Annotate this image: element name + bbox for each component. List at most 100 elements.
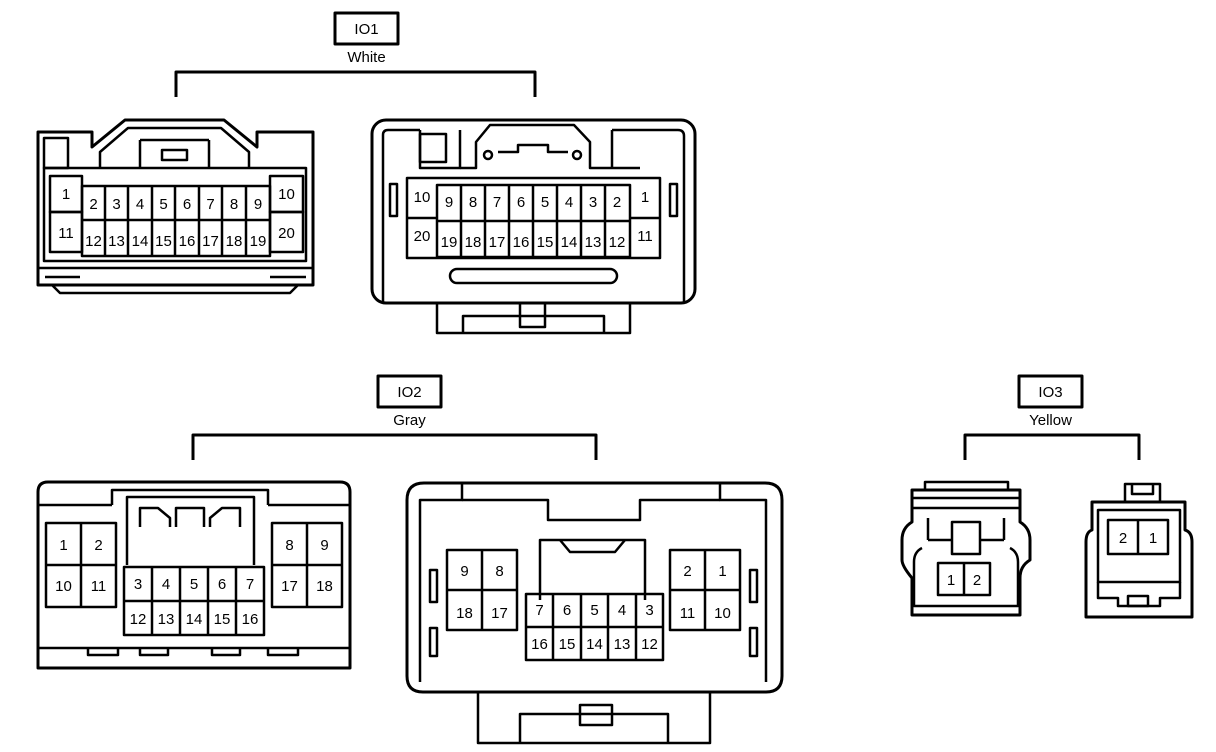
pin-label: 10 (55, 578, 72, 595)
pin-label: 4 (136, 196, 144, 213)
pin-label: 20 (278, 225, 295, 242)
io1-bracket (174, 70, 537, 97)
pin-label: 15 (214, 611, 231, 628)
pin-label: 12 (130, 611, 147, 628)
pin-label: 19 (250, 233, 267, 250)
pin-label: 18 (226, 233, 243, 250)
pin-label: 8 (285, 537, 293, 554)
pin-label: 3 (645, 602, 653, 619)
pin-label: 11 (58, 225, 74, 242)
pin-label: 2 (613, 194, 621, 211)
pin-label: 16 (531, 636, 548, 653)
pin-label: 9 (254, 196, 262, 213)
io1-name-box (333, 11, 400, 46)
io2-group: IO2 Gray 1 2 10 11 3 4 5 (36, 374, 784, 745)
pin-label: 5 (190, 576, 198, 593)
pin-label: 6 (183, 196, 191, 213)
io2-name-box (376, 374, 443, 409)
io3-right-connector: 2 1 (1084, 482, 1194, 619)
pin-label: 16 (179, 233, 196, 250)
pin-label: 3 (589, 194, 597, 211)
pin-label: 5 (590, 602, 598, 619)
pin-label: 13 (585, 234, 602, 251)
pin-label: 2 (89, 196, 97, 213)
pin-label: 14 (586, 636, 603, 653)
pin-label: 1 (641, 189, 649, 206)
io2-left-connector: 1 2 10 11 3 4 5 6 7 12 13 14 15 16 8 9 1… (36, 480, 352, 670)
pin-label: 7 (246, 576, 254, 593)
io1-group: IO1 White 1 2 3 4 5 6 (36, 11, 697, 335)
pin-label: 7 (535, 602, 543, 619)
pin-label: 8 (495, 563, 503, 580)
io2-bracket (191, 433, 598, 460)
pin-label: 18 (316, 578, 333, 595)
pin-label: 6 (517, 194, 525, 211)
io3-name-box (1017, 374, 1084, 409)
io1-color: White (347, 49, 385, 66)
io2-color: Gray (393, 412, 426, 429)
pin-label: 2 (94, 537, 102, 554)
pin-label: 17 (281, 578, 298, 595)
pin-label: 4 (162, 576, 170, 593)
pin-label: 10 (278, 186, 295, 203)
pin-label: 17 (489, 234, 506, 251)
pin-label: 1 (947, 572, 955, 589)
pin-label: 14 (132, 233, 149, 250)
pin-label: 16 (513, 234, 530, 251)
pin-label: 15 (537, 234, 554, 251)
pin-label: 17 (491, 605, 508, 622)
pin-label: 8 (469, 194, 477, 211)
pin-label: 3 (112, 196, 120, 213)
io2-name: IO2 (397, 384, 421, 401)
pin-label: 13 (614, 636, 631, 653)
pin-label: 9 (445, 194, 453, 211)
io3-group: IO3 Yellow 1 2 (900, 374, 1194, 619)
pin-label: 12 (609, 234, 626, 251)
pin-label: 14 (186, 611, 203, 628)
pin-label: 6 (218, 576, 226, 593)
pin-label: 18 (456, 605, 473, 622)
io3-bracket (963, 433, 1141, 460)
pin-label: 4 (618, 602, 626, 619)
pin-label: 12 (641, 636, 658, 653)
pin-label: 20 (414, 228, 431, 245)
io1-name: IO1 (354, 21, 378, 38)
io1-right-connector: 10 9 8 7 6 5 4 3 2 1 20 19 18 17 16 15 1… (370, 118, 697, 335)
io1-left-connector: 1 2 3 4 5 6 7 8 9 10 11 12 13 14 15 16 1… (36, 118, 315, 295)
pin-label: 9 (460, 563, 468, 580)
pin-label: 2 (683, 563, 691, 580)
pin-label: 9 (320, 537, 328, 554)
pin-label: 11 (91, 578, 107, 595)
io3-name: IO3 (1038, 384, 1062, 401)
pin-label: 1 (62, 186, 70, 203)
pin-label: 15 (155, 233, 172, 250)
io2-right-connector: 9 8 18 17 7 6 5 4 3 16 15 14 13 12 2 1 1… (405, 481, 784, 745)
pin-label: 2 (1119, 530, 1127, 547)
pin-label: 4 (565, 194, 573, 211)
pin-label: 11 (680, 605, 696, 622)
pin-label: 15 (559, 636, 576, 653)
io3-color: Yellow (1029, 412, 1072, 429)
pin-label: 2 (973, 572, 981, 589)
pin-label: 1 (59, 537, 67, 554)
pin-label: 11 (637, 228, 653, 245)
pin-label: 12 (85, 233, 102, 250)
pin-label: 17 (202, 233, 219, 250)
pin-label: 10 (714, 605, 731, 622)
io3-left-connector: 1 2 (900, 480, 1032, 617)
pin-label: 18 (465, 234, 482, 251)
pin-label: 6 (563, 602, 571, 619)
pin-label: 7 (493, 194, 501, 211)
pin-label: 13 (108, 233, 125, 250)
pin-label: 13 (158, 611, 175, 628)
pin-label: 19 (441, 234, 458, 251)
pin-label: 1 (718, 563, 726, 580)
pin-label: 1 (1149, 530, 1157, 547)
pin-label: 7 (206, 196, 214, 213)
pin-label: 10 (414, 189, 431, 206)
pin-label: 5 (541, 194, 549, 211)
pin-label: 16 (242, 611, 259, 628)
pin-label: 14 (561, 234, 578, 251)
pin-label: 8 (230, 196, 238, 213)
